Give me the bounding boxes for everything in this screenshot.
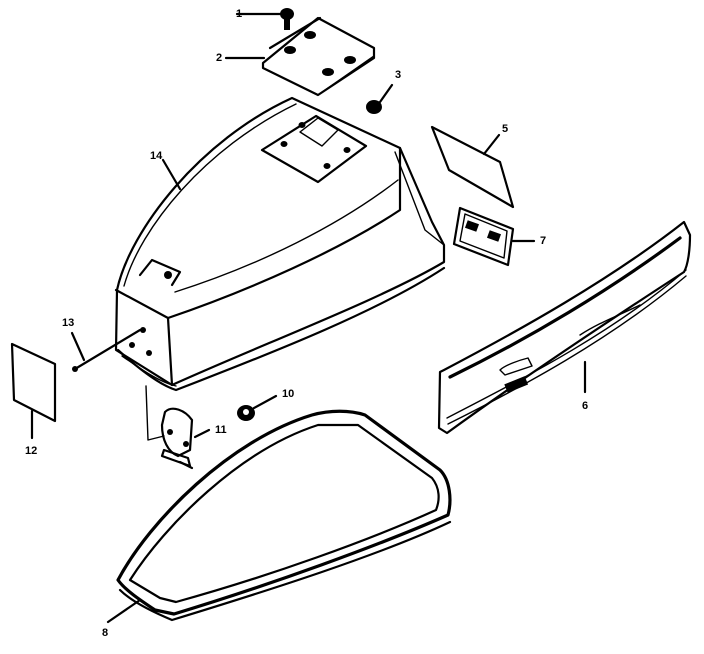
callout-5: 5 (502, 123, 509, 135)
callout-6: 6 (582, 400, 589, 412)
part-1-screw (235, 8, 294, 30)
part-12-decal (10, 342, 57, 440)
part-11-bracket (145, 385, 211, 470)
part-8-seal (106, 409, 452, 624)
part-14-motor-cover (114, 96, 446, 392)
callout-2: 2 (216, 52, 223, 64)
callout-3: 3 (395, 69, 402, 81)
part-2-plate (224, 16, 376, 97)
part-10-grommet (237, 394, 278, 421)
part-6-side-decal (437, 220, 692, 435)
callout-14: 14 (150, 150, 163, 162)
part-7-label (452, 206, 536, 267)
callout-7: 7 (540, 235, 547, 247)
part-13-screw (70, 328, 142, 372)
callout-12: 12 (25, 445, 38, 457)
part-3-grommet (366, 83, 394, 114)
callout-11: 11 (215, 424, 227, 436)
callout-1: 1 (236, 8, 243, 20)
callout-10: 10 (282, 388, 295, 400)
part-5-decal (430, 125, 515, 209)
callout-8: 8 (102, 627, 109, 639)
callout-13: 13 (62, 317, 75, 329)
